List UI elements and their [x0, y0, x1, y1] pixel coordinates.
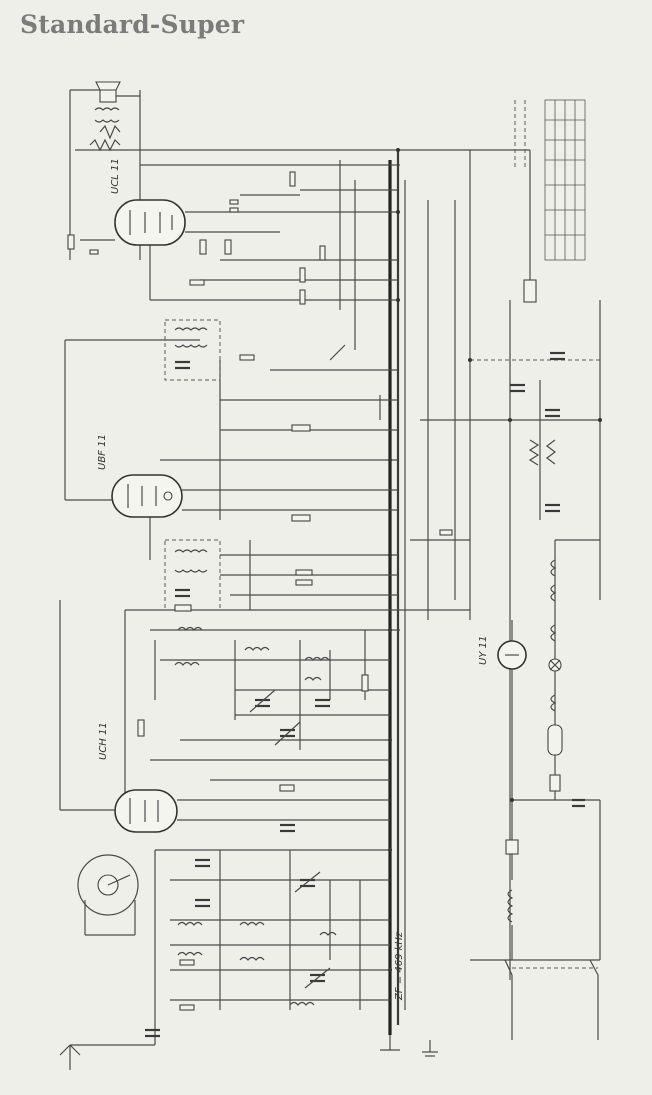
oscillator-coils-icon — [174, 626, 330, 681]
band-switch-icon — [77, 854, 139, 936]
tube-ubf11: UBF 11 — [97, 434, 183, 518]
pilot-lamp-icon — [548, 658, 562, 672]
tube-uy11: UY 11 — [478, 636, 527, 670]
cathode-resistor — [67, 234, 75, 250]
choke-icon — [528, 439, 556, 466]
antenna-icon — [59, 1010, 156, 1070]
ground-icon — [380, 1035, 438, 1057]
junction-dots — [388, 148, 602, 972]
if-transformer-1-icon — [164, 319, 221, 381]
variable-capacitor-icon — [249, 689, 330, 746]
tube-uch11: UCH 11 — [98, 722, 178, 833]
uy11-label: UY 11 — [478, 636, 489, 665]
power-switch-icon — [504, 959, 599, 976]
heater-chain-icon — [550, 559, 557, 712]
page-title: Standard-Super — [20, 10, 245, 39]
input-coils-icon — [177, 921, 337, 1006]
if-frequency-label: ZF = 469 kHz — [394, 931, 405, 1001]
ucl11-label: UCL 11 — [110, 158, 121, 194]
output-transformer-icon — [89, 107, 121, 152]
trimmer-capacitor-icon — [195, 858, 331, 989]
ubf11-label: UBF 11 — [97, 434, 108, 470]
switch-legend-table — [544, 99, 586, 261]
mains-tapping-icon — [507, 889, 514, 923]
tube-ucl11: UCL 11 — [110, 158, 186, 246]
uch11-label: UCH 11 — [98, 722, 109, 760]
speaker-icon — [70, 81, 140, 103]
iron-hydrogen-resistor-icon — [547, 724, 563, 756]
filter-capacitor-icon — [510, 351, 565, 513]
if-transformer-2-icon — [164, 539, 221, 611]
power-resistor — [523, 279, 537, 303]
